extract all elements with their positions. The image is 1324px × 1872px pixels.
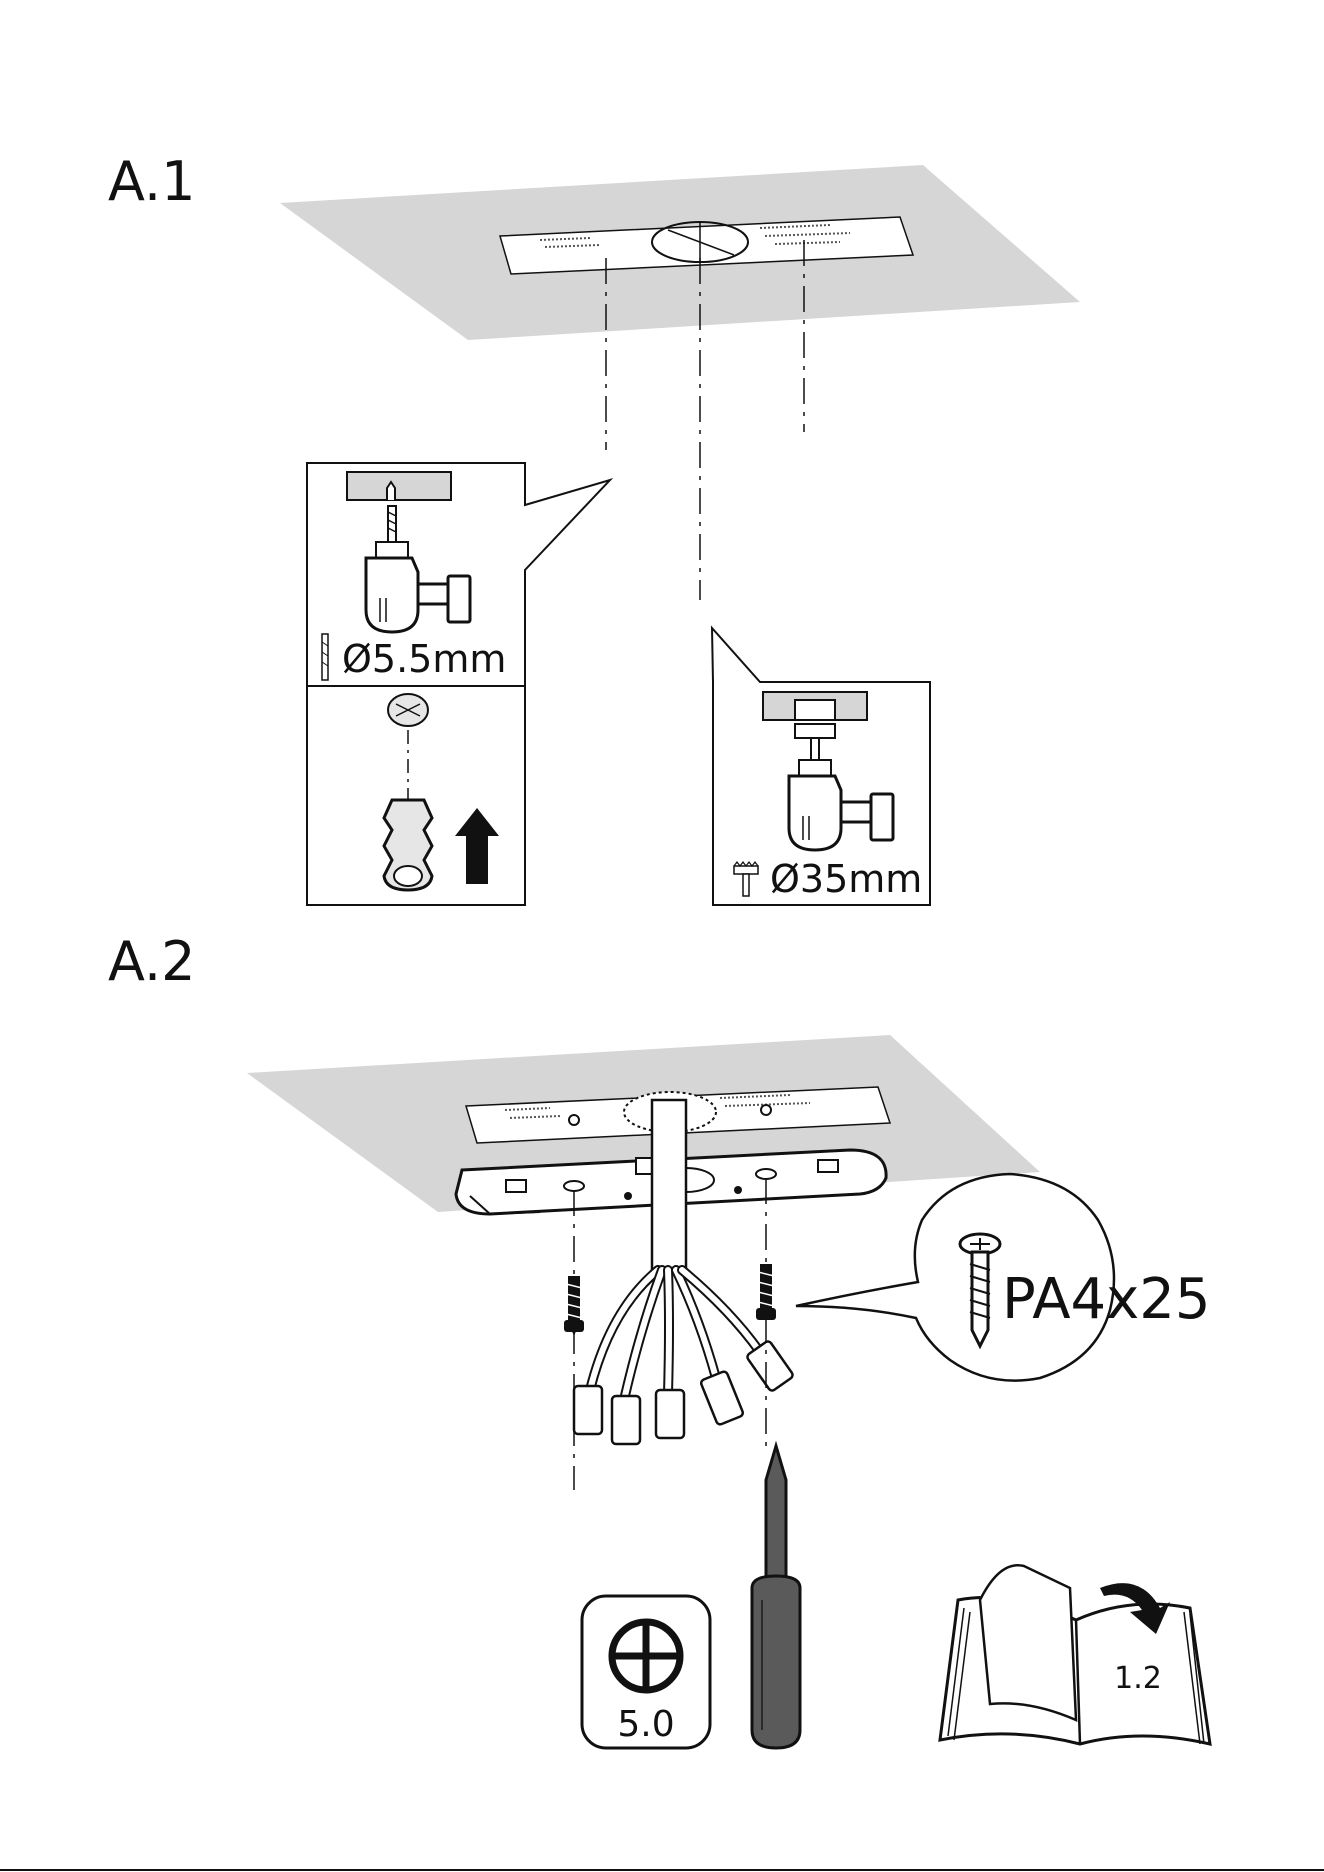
- step-label-a1: A.1: [108, 150, 196, 213]
- screw-left: [564, 1276, 584, 1336]
- screwdriver-size-label: 5.0: [617, 1704, 674, 1745]
- drill-bit-icon: [322, 634, 328, 680]
- manual-book-icon: 1.2: [940, 1565, 1210, 1744]
- screwdriver-icon: [752, 1446, 800, 1748]
- callout-small-drill: Ø5.5mm: [307, 463, 610, 905]
- hole-saw-size-label: Ø35mm: [770, 857, 922, 901]
- drill-size-label: Ø5.5mm: [342, 637, 506, 681]
- manual-page-label: 1.2: [1114, 1661, 1162, 1696]
- step-label-a2: A.2: [108, 930, 196, 993]
- screw-size-label: PA4x25: [1002, 1267, 1211, 1332]
- screw-right: [756, 1264, 776, 1320]
- callout-hole-saw: Ø35mm: [712, 628, 930, 905]
- phillips-size-badge: 5.0: [582, 1596, 710, 1748]
- screw-callout: PA4x25: [796, 1174, 1211, 1381]
